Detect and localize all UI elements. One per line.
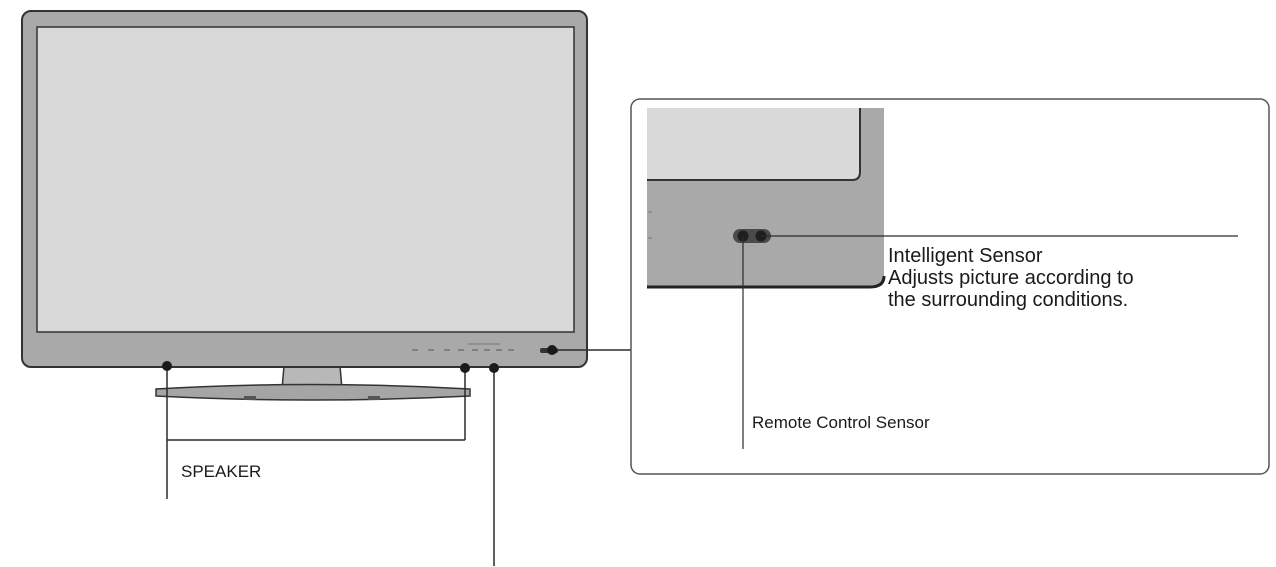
speaker-label: SPEAKER: [181, 462, 261, 481]
stand-base: [155, 383, 471, 401]
zoomed-screen-edge: [647, 108, 861, 181]
speaker-right-marker: [460, 363, 470, 373]
tv-screen: [36, 26, 575, 333]
zoomed-screen-corner: [647, 108, 860, 180]
speaker-callout: [166, 366, 466, 499]
remote-control-sensor-label: Remote Control Sensor: [752, 413, 930, 432]
stand-foot-right: [368, 396, 380, 400]
stand-foot-left: [244, 396, 256, 400]
tv-front-view: [21, 10, 588, 401]
sensor-marker: [547, 345, 557, 355]
zoomed-bezel-edge: [647, 275, 886, 289]
speaker-left-marker: [162, 361, 172, 371]
buttons-marker: [489, 363, 499, 373]
detail-box: Intelligent Sensor Adjusts picture accor…: [630, 98, 1270, 475]
intelligent-sensor-title: Intelligent Sensor: [888, 245, 1043, 267]
intelligent-sensor-desc-1: Adjusts picture according to: [888, 267, 1134, 289]
control-buttons: [412, 343, 514, 351]
intelligent-sensor-desc-2: the surrounding conditions.: [888, 289, 1128, 311]
